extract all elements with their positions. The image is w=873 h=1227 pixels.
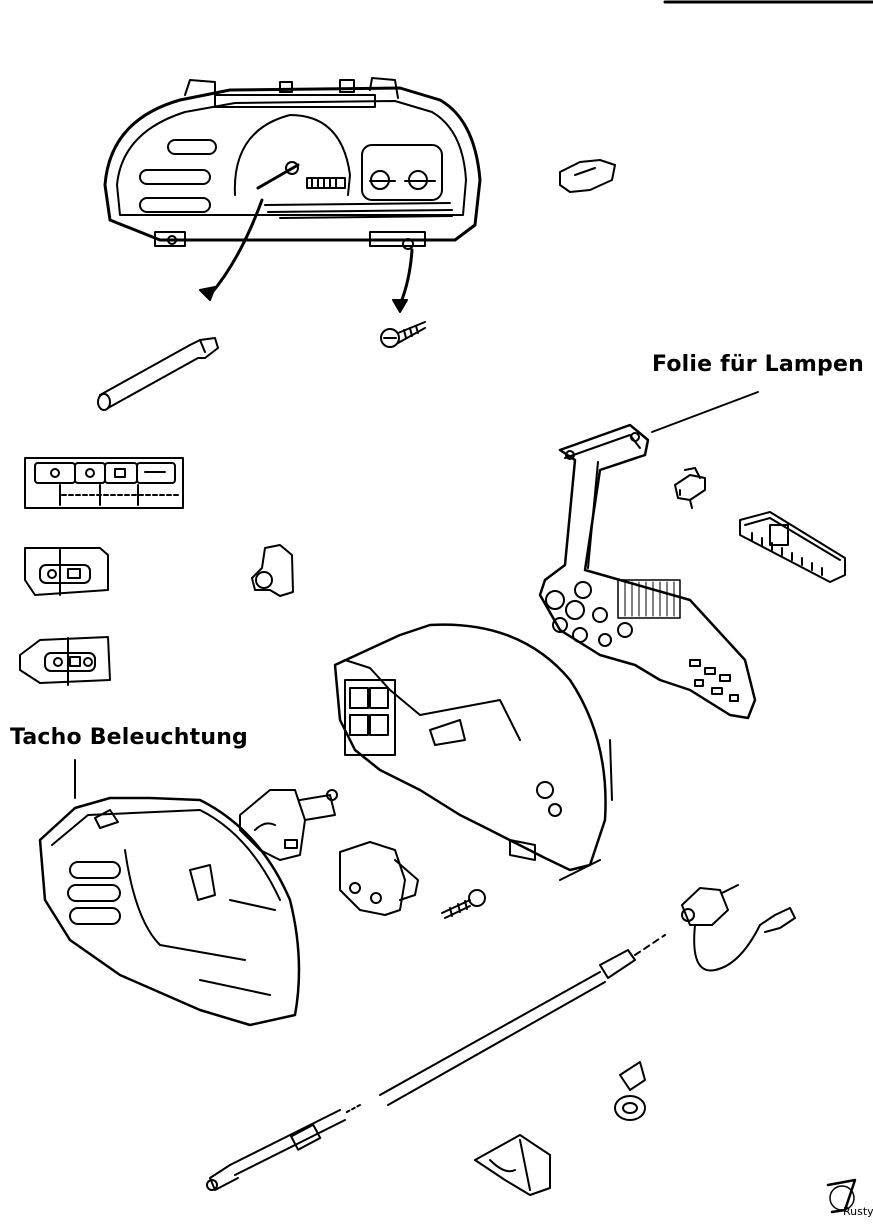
grommet-bracket xyxy=(474,1134,551,1196)
screw-small xyxy=(380,321,426,348)
shaft-rod xyxy=(97,337,219,411)
arrow-down-right xyxy=(398,248,414,307)
arrow-down-left xyxy=(208,198,264,297)
connector-strip xyxy=(739,511,846,583)
speedometer-cable xyxy=(206,934,666,1191)
folie-leader-line xyxy=(651,391,759,433)
cluster-rear-housing xyxy=(333,623,613,881)
bulb-socket xyxy=(674,467,706,509)
speedometer-dial-part xyxy=(239,789,338,861)
screw-medium xyxy=(441,889,486,919)
switch-panel xyxy=(24,457,184,509)
indicator-panel-2 xyxy=(19,636,111,686)
label-tacho-beleuchtung: Tacho Beleuchtung xyxy=(10,725,248,750)
instrument-cluster-front xyxy=(103,77,482,250)
speed-sensor xyxy=(681,884,796,972)
gauge-unit xyxy=(339,841,419,916)
logo-text: Rusty xyxy=(843,1205,873,1218)
bulb-holder xyxy=(251,544,294,597)
clip-part xyxy=(559,159,616,193)
flexible-circuit-foil xyxy=(538,423,757,720)
indicator-panel-1 xyxy=(24,547,109,596)
logo-mark xyxy=(826,1178,857,1214)
cable-clamp xyxy=(614,1061,646,1121)
cluster-front-housing xyxy=(38,796,301,1027)
label-folie-fuer-lampen: Folie für Lampen xyxy=(652,352,864,377)
